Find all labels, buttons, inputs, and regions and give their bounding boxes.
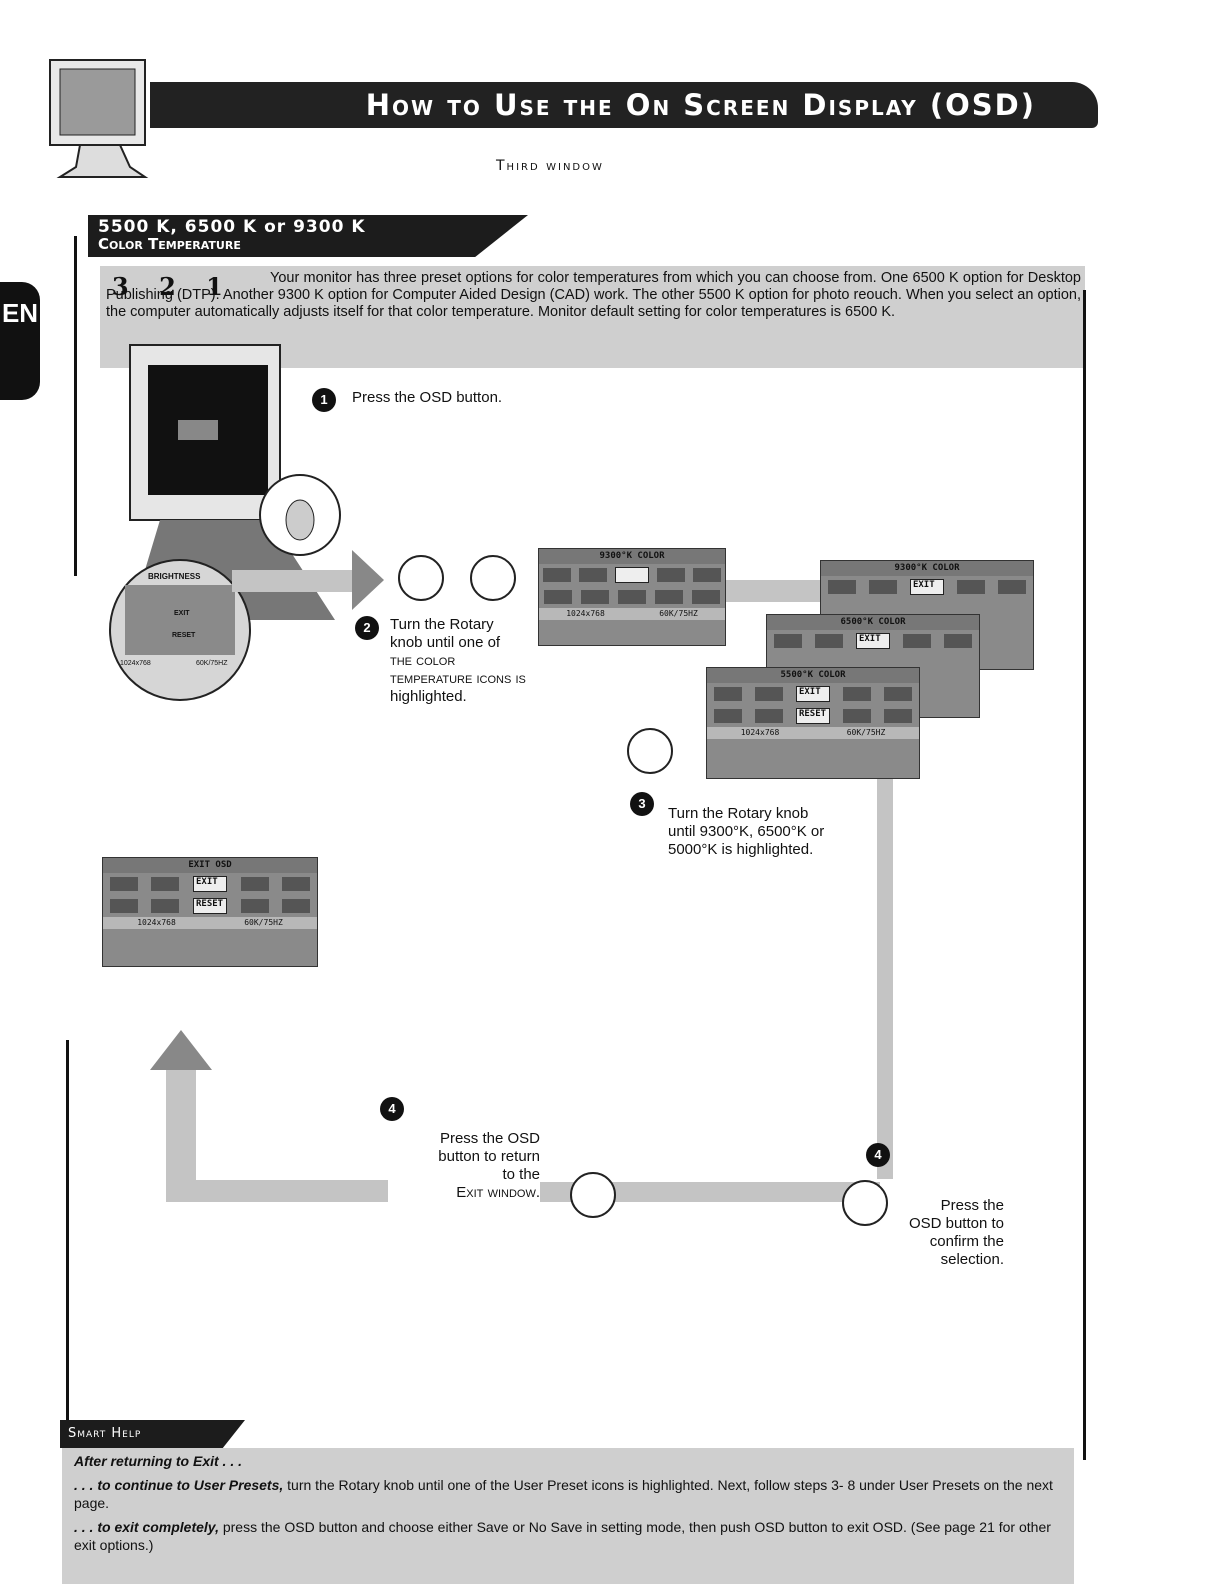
frame-left-upper (74, 236, 77, 576)
osd-panel-title: 9300°K COLOR (539, 549, 725, 564)
smart-help-item2-em: . . . to exit completely, (74, 1519, 219, 1535)
step-2-line3: the color (390, 652, 456, 669)
osd-exit: EXIT (192, 876, 227, 892)
step-4-return-text: Press the OSD button to return to the Ex… (400, 1130, 540, 1202)
smart-help-lead: After returning to Exit . . . (74, 1453, 243, 1469)
intro-text: Your monitor has three preset options fo… (106, 270, 1081, 320)
page-subtitle: Third window (496, 158, 604, 174)
connector-bar (726, 580, 822, 602)
step-4-confirm-badge: 4 (866, 1143, 890, 1167)
step-4-confirm-line1: Press the (940, 1197, 1004, 1214)
arrow-right-icon (352, 550, 384, 610)
monitor-icon (49, 59, 149, 178)
step-2-line4: temperature icons is (390, 670, 526, 687)
brightness-label: BRIGHTNESS (148, 572, 201, 581)
monitor-illustration (109, 344, 341, 701)
preset-icons: 3 2 1 (112, 272, 245, 301)
osd-panel-exit: EXIT OSD EXIT RESET 1024x768 60K/75HZ (102, 857, 318, 967)
step-2-line2: knob until one of (390, 634, 501, 651)
osd-exit: EXIT (855, 633, 890, 649)
step-2-line1: Turn the Rotary (390, 616, 494, 633)
step-4-return-line3: to the (502, 1166, 540, 1183)
step-4-return-line2: button to return (438, 1148, 540, 1165)
language-tab: EN (0, 282, 40, 400)
osd-panel-title: 9300°K COLOR (821, 561, 1033, 576)
smart-help-item2: press the OSD button and choose either S… (74, 1519, 1051, 1553)
step-2-line5: highlighted. (390, 688, 467, 705)
step-4-return-line1: Press the OSD (439, 1130, 540, 1147)
hand-rotate-icon (398, 555, 444, 601)
osd-res: 1024x768 (137, 918, 176, 927)
smart-help-item1-em: . . . to continue to User Presets, (74, 1477, 284, 1493)
osd-res: 1024x768 (566, 609, 605, 618)
hand-press-icon (470, 555, 516, 601)
preset-3-icon: 3 (112, 272, 129, 301)
osd-exit: EXIT (909, 579, 944, 595)
step-4-confirm-line4: selection. (940, 1251, 1004, 1268)
connector-bar (232, 570, 354, 592)
smart-help-item1: turn the Rotary knob until one of the Us… (74, 1477, 1053, 1511)
smart-help-title: Smart Help (60, 1420, 245, 1448)
osd-freq: 60K/75HZ (244, 918, 283, 927)
connector-bar (877, 779, 893, 1179)
connector-bar (166, 1070, 196, 1200)
brightness-freq: 60K/75HZ (196, 660, 228, 667)
hand-rotate-icon (627, 728, 673, 774)
section-title-line2: Color Temperature (98, 235, 241, 253)
step-4-return-line4: Exit window. (456, 1184, 540, 1201)
frame-left-lower (66, 1040, 69, 1420)
smart-help-text: After returning to Exit . . . . . . to c… (74, 1452, 1059, 1560)
connector-bar (166, 1180, 388, 1202)
step-3-line1: Turn the Rotary knob (668, 805, 809, 822)
section-title: 5500 K, 6500 K or 9300 K Color Temperatu… (88, 215, 528, 257)
brightness-res: 1024x768 (120, 660, 151, 667)
osd-res: 1024x768 (740, 728, 780, 737)
page-title: How to Use the On Screen Display (OSD) (150, 82, 1098, 128)
step-2-badge: 2 (355, 616, 379, 640)
osd-panel-title: EXIT OSD (103, 858, 317, 873)
step-3-badge: 3 (630, 792, 654, 816)
smart-help-box (62, 1448, 1074, 1584)
hand-press-icon (570, 1172, 616, 1218)
step-3-text: Turn the Rotary knob until 9300°K, 6500°… (668, 805, 824, 859)
step-1-text: Press the OSD button. (352, 389, 503, 406)
frame-right (1083, 290, 1086, 1460)
step-1-badge: 1 (312, 388, 336, 412)
step-4-return-badge: 4 (380, 1097, 404, 1121)
arrow-up-icon (150, 1030, 212, 1070)
hand-press-icon (842, 1180, 888, 1226)
step-3-line3: 5000°K is highlighted. (668, 841, 814, 858)
brightness-exit: EXIT (174, 610, 190, 617)
preset-2-icon: 2 (159, 272, 176, 301)
step-4-confirm-line3: confirm the (929, 1233, 1004, 1250)
osd-freq: 60K/75HZ (846, 728, 886, 737)
osd-reset: RESET (192, 898, 227, 914)
step-2-text: Turn the Rotary knob until one of the co… (390, 616, 526, 706)
brightness-reset: RESET (172, 632, 196, 639)
osd-freq: 60K/75HZ (659, 609, 698, 618)
step-4-confirm-text: Press the OSD button to confirm the sele… (880, 1197, 1004, 1269)
connector-bar (540, 1182, 880, 1202)
osd-reset: RESET (795, 708, 830, 724)
osd-panel-5500-stack: 5500°K COLOR EXIT RESET 1024x768 60K/75HZ (706, 667, 920, 779)
osd-panel-title: 6500°K COLOR (767, 615, 979, 630)
osd-exit: EXIT (795, 686, 830, 702)
language-tab-label: EN (1, 298, 39, 328)
step-3-line2: until 9300°K, 6500°K or (668, 823, 825, 840)
section-title-line1: 5500 K, 6500 K or 9300 K (98, 217, 366, 237)
osd-panel-title: 5500°K COLOR (707, 668, 919, 683)
step-4-confirm-line2: OSD button to (908, 1215, 1004, 1232)
preset-1-icon: 1 (206, 272, 223, 301)
osd-panel-9300: 9300°K COLOR 1024x768 60K/75HZ (538, 548, 726, 646)
